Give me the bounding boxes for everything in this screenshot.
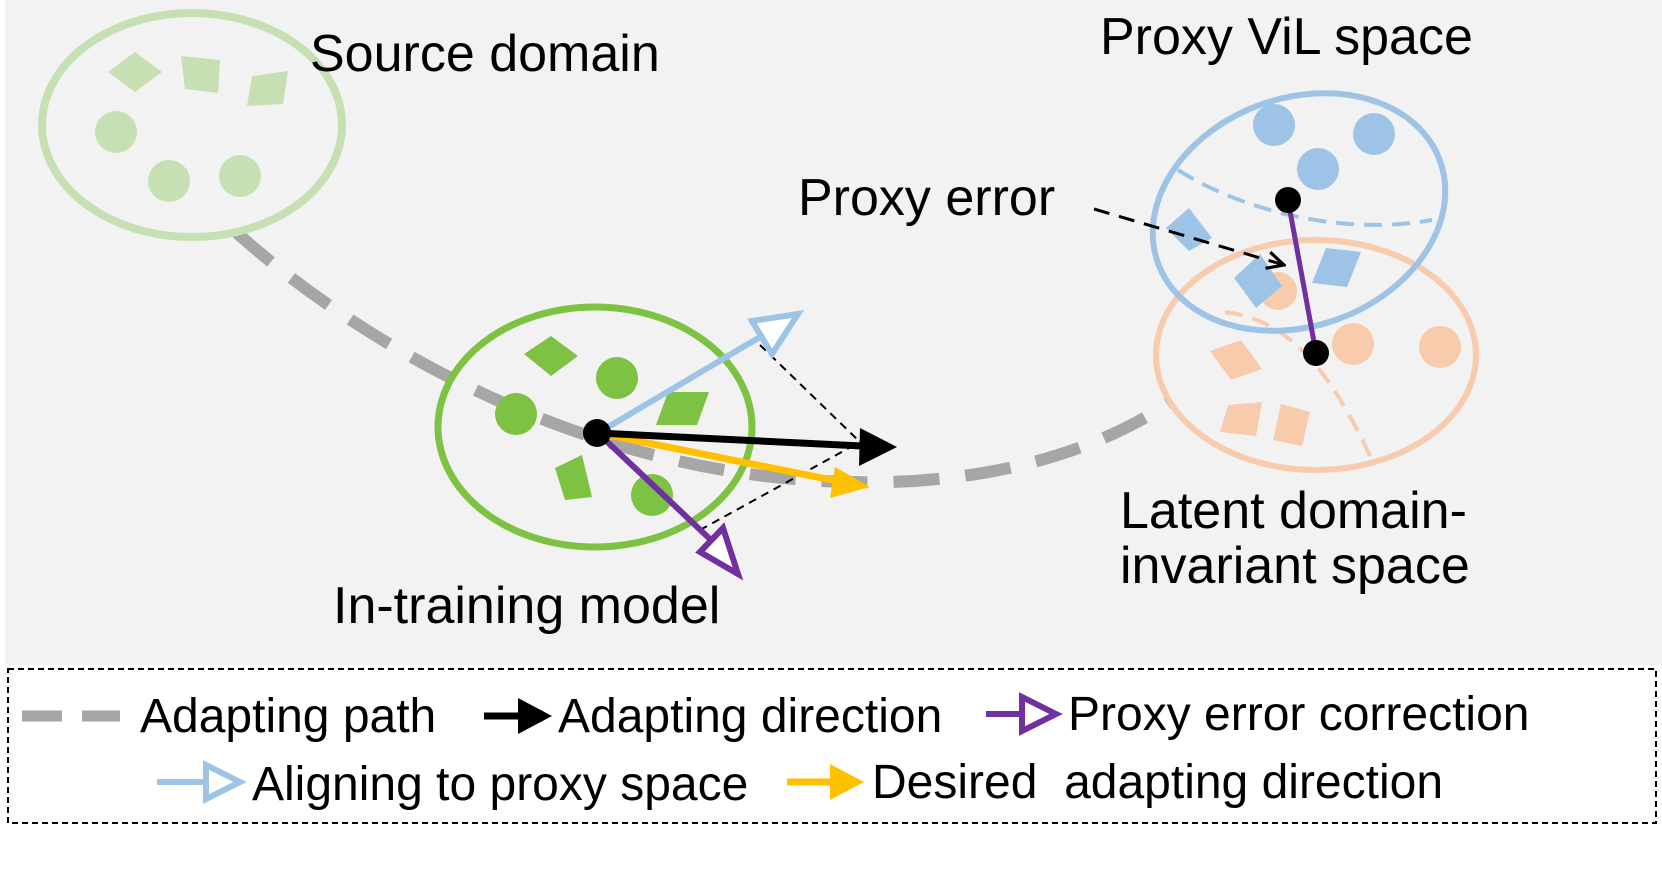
legend: Adapting path Adapting direction Proxy e… (7, 668, 1657, 824)
proxy-circle (1353, 113, 1395, 155)
proxy-vil-ellipse (1149, 90, 1449, 334)
adapting-direction-head (859, 428, 897, 466)
latent-space-label-line2: invariant space (1120, 537, 1470, 595)
model-circle (631, 474, 673, 516)
proxy-error-pointer-arrow (1093, 207, 1284, 265)
construction-line-lower (699, 441, 861, 531)
desired-direction-shaft (597, 429, 843, 486)
source-diamond (181, 56, 220, 93)
source-diamond (247, 71, 288, 106)
model-diamond (656, 392, 709, 425)
latent-diamond (1273, 404, 1310, 446)
source-circle (95, 111, 137, 153)
legend-correction-head (1019, 692, 1063, 736)
model-circle (495, 393, 537, 435)
model-point (583, 419, 611, 447)
legend-adapting-path-label: Adapting path (140, 690, 436, 743)
adapting-direction-shaft (597, 429, 863, 450)
source-diamond (108, 52, 162, 92)
source-domain-label: Source domain (310, 25, 660, 83)
adapting-path-curve (231, 227, 1174, 489)
model-diamond (555, 455, 592, 500)
correction-arrow-head (695, 522, 744, 581)
proxy-error-correction-line (1285, 199, 1319, 354)
model-circle (596, 357, 638, 399)
model-diamond (524, 336, 578, 376)
latent-diamond (1210, 340, 1262, 380)
proxy-circle (1297, 148, 1339, 190)
correction-arrow-shaft (595, 430, 715, 544)
in-training-model-ellipse (434, 303, 756, 551)
legend-adapting-direction-head (518, 698, 552, 734)
source-circle (219, 155, 261, 197)
proxy-error-label: Proxy error (798, 169, 1055, 227)
proxy-circle (1253, 104, 1295, 146)
legend-aligning-label: Aligning to proxy space (252, 758, 748, 811)
construction-line-upper (759, 344, 861, 443)
in-training-model-cluster (434, 303, 756, 551)
legend-desired-direction-label: Desired adapting direction (872, 756, 1443, 809)
in-training-model-label: In-training model (333, 577, 720, 635)
latent-space-point (1303, 340, 1329, 366)
source-domain-ellipse (38, 9, 346, 241)
latent-circle (1332, 323, 1374, 365)
proxy-space-point (1275, 187, 1301, 213)
latent-circle (1419, 326, 1461, 368)
legend-aligning-head (203, 760, 247, 804)
desired-direction-head (830, 467, 870, 498)
legend-adapting-direction-label: Adapting direction (558, 690, 942, 743)
proxy-diamond (1312, 248, 1361, 287)
legend-proxy-error-correction-label: Proxy error correction (1068, 688, 1529, 741)
source-domain-cluster (38, 9, 346, 241)
proxy-vil-cluster (1149, 90, 1449, 334)
latent-diamond (1220, 402, 1262, 436)
proxy-diamond (1234, 254, 1282, 308)
aligning-arrow-shaft (596, 334, 762, 436)
diagram-background (5, 0, 1662, 665)
proxy-space-boundary (1176, 168, 1433, 227)
source-circle (148, 160, 190, 202)
legend-desired-head (830, 764, 864, 800)
proxy-vil-space-label: Proxy ViL space (1100, 8, 1473, 66)
latent-space-ellipse (1153, 237, 1479, 473)
latent-space-label-line1: Latent domain- (1120, 482, 1467, 540)
aligning-arrow-head (747, 310, 805, 360)
